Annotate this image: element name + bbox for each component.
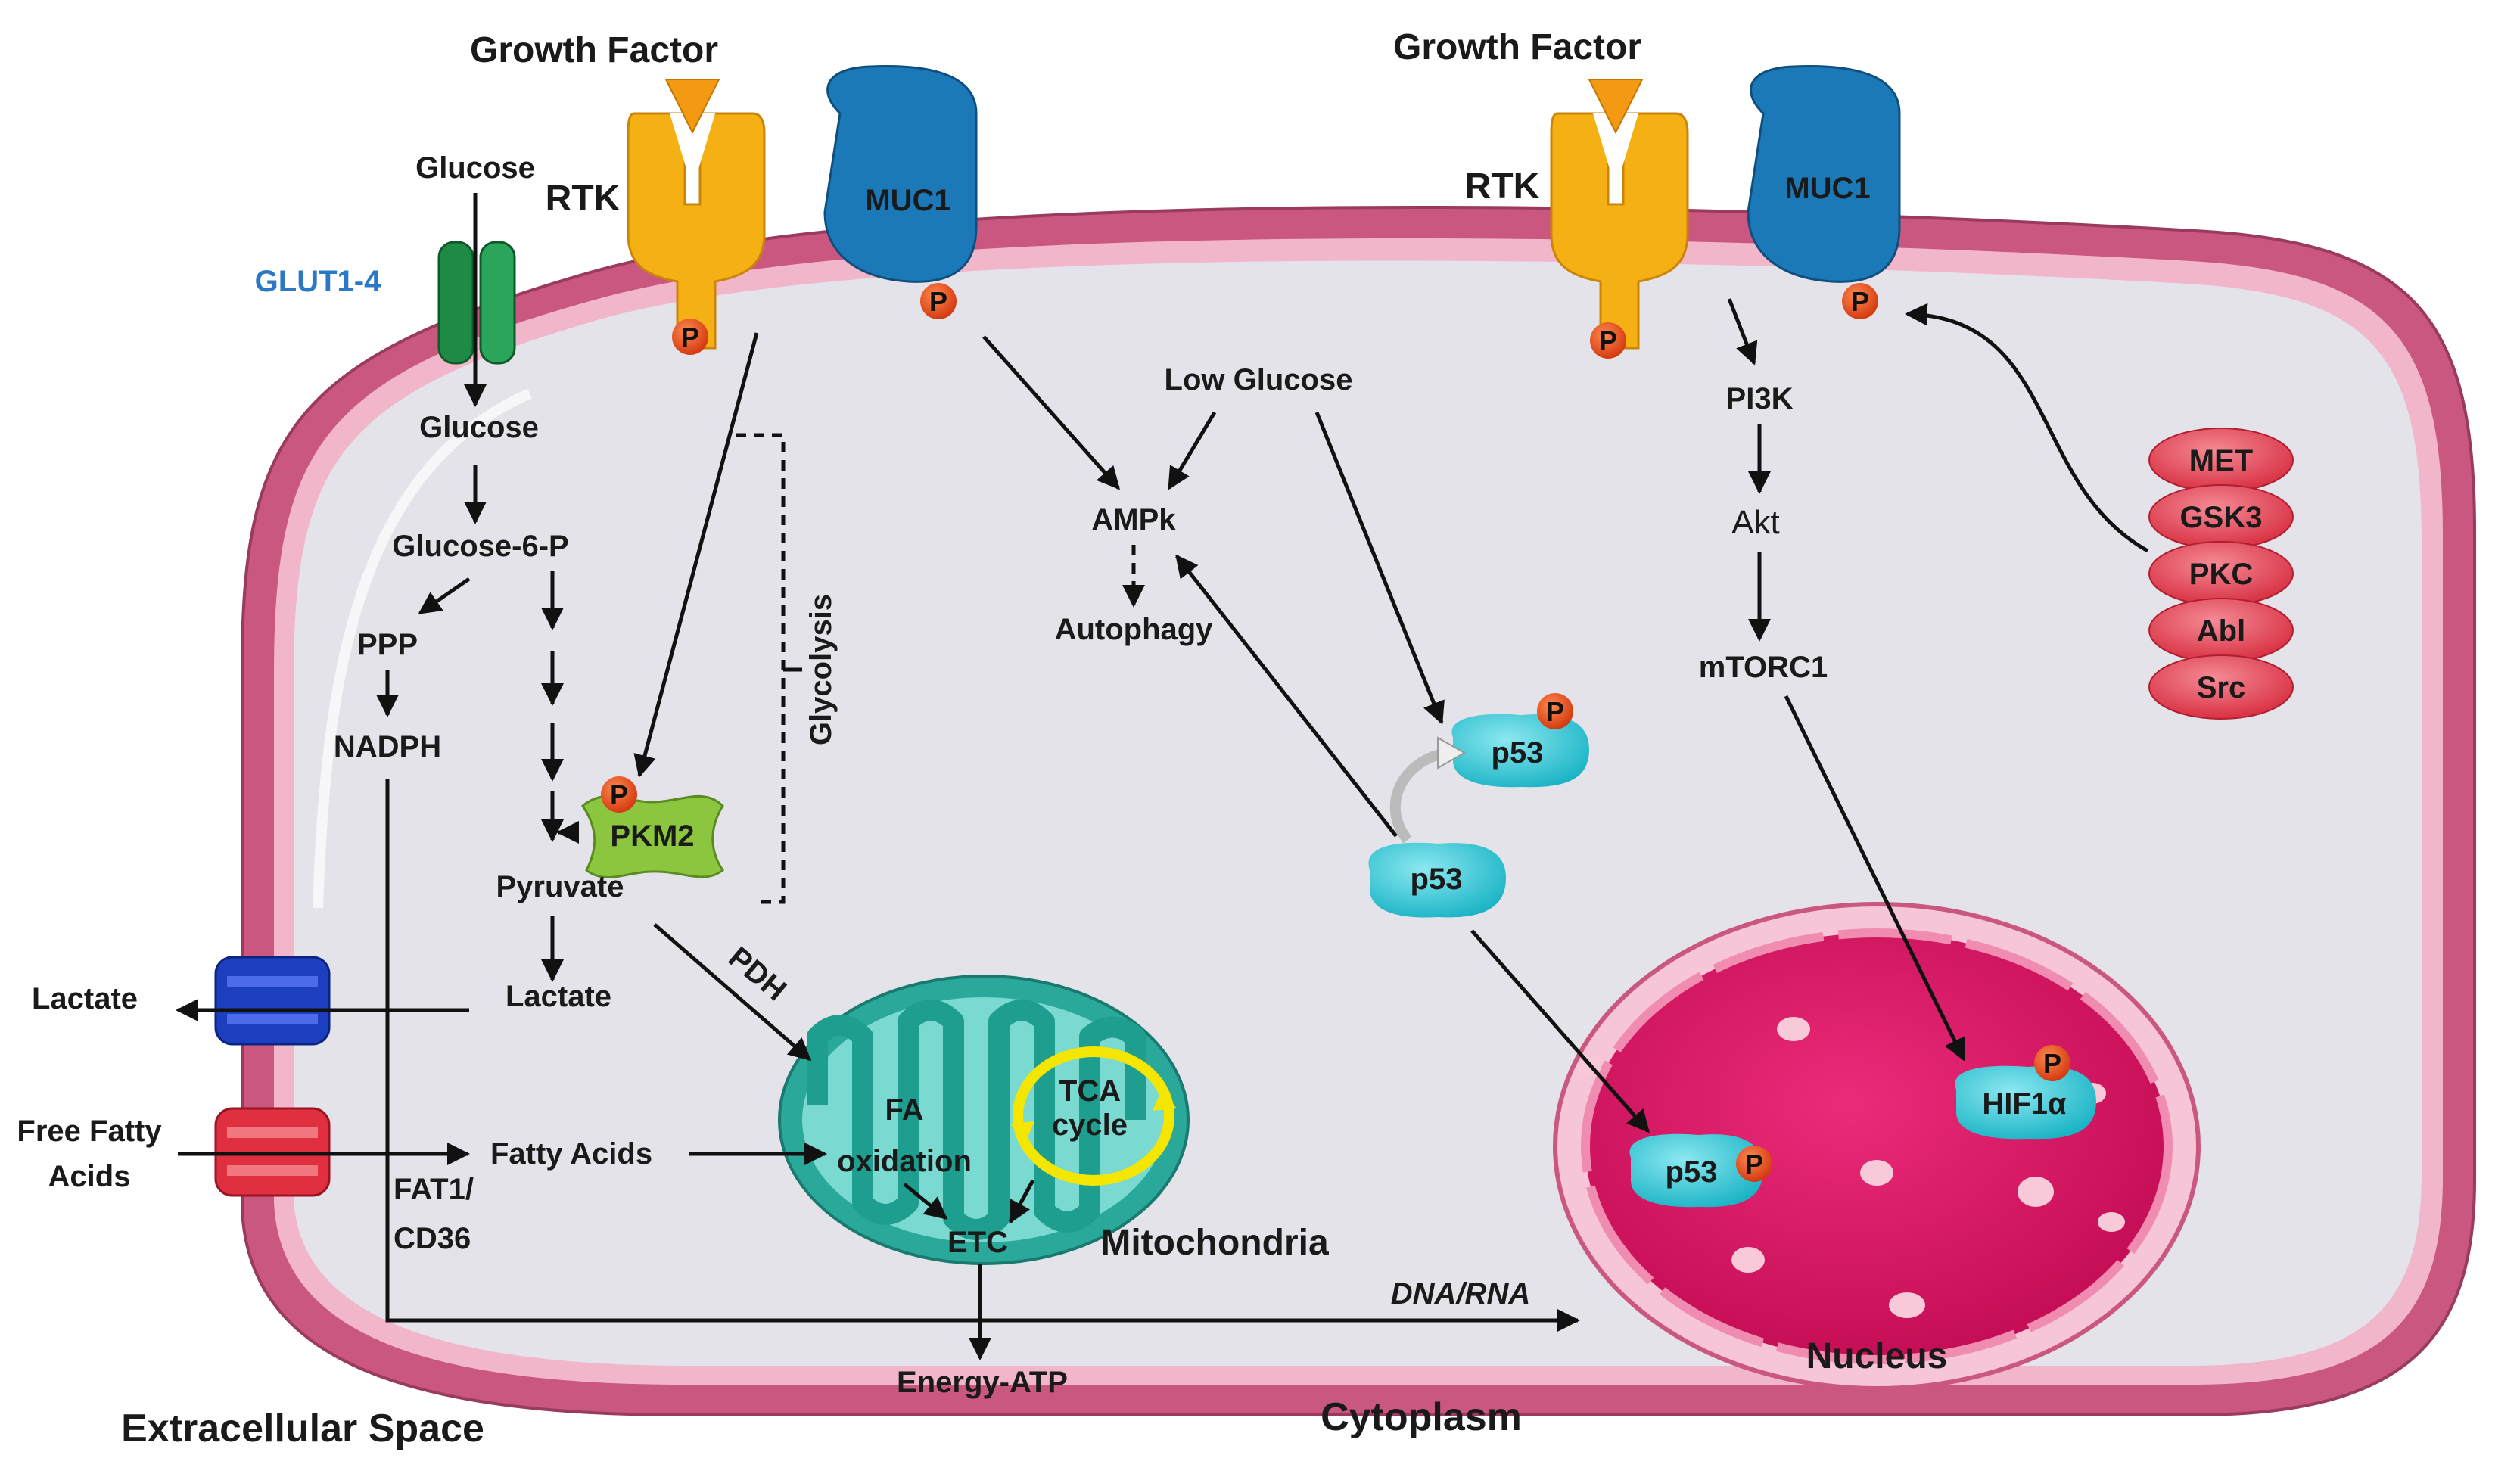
growth-factor-label-left: Growth Factor — [470, 30, 718, 70]
svg-text:HIF1α: HIF1α — [1982, 1087, 2067, 1121]
glucose-outside-label: Glucose — [415, 151, 535, 185]
pathway-arrows — [176, 193, 2149, 1360]
pi3k-label: PI3K — [1726, 382, 1794, 415]
glucose6p-label: Glucose-6-P — [392, 530, 568, 563]
pkm2: PKM2 P — [581, 776, 725, 878]
receptor-complex-right: Growth Factor RTK MUC1 P P — [1393, 27, 1901, 359]
kinase-label: PKC — [2189, 558, 2253, 591]
autophagy-label: Autophagy — [1055, 613, 1214, 646]
p53-phosphorylation-arrow — [1389, 748, 1450, 844]
tca-label-line1: TCA — [1059, 1074, 1121, 1108]
svg-text:P: P — [1546, 696, 1564, 727]
muc1-right — [1747, 65, 1901, 283]
ampk-label: AMPk — [1091, 503, 1176, 536]
nucleus: Nucleus — [1553, 902, 2201, 1391]
growth-factor-right — [1588, 79, 1644, 135]
svg-text:PKM2: PKM2 — [610, 819, 694, 853]
lactate-channel — [214, 956, 331, 1046]
glycolysis-label: Glycolysis — [804, 594, 838, 745]
rtk-label-left: RTK — [546, 179, 621, 219]
svg-text:P: P — [2043, 1048, 2061, 1079]
svg-text:p53: p53 — [1411, 863, 1463, 896]
p53-phosphorylated: p53 P — [1451, 693, 1589, 788]
nucleus-label: Nucleus — [1806, 1336, 1948, 1376]
glut-label: GLUT1-4 — [255, 265, 381, 298]
phospho-muc1-left: P — [920, 283, 957, 319]
fat1-label-line2: CD36 — [394, 1222, 471, 1255]
svg-text:P: P — [929, 286, 947, 317]
kinase-label: GSK3 — [2180, 501, 2263, 534]
svg-text:p53: p53 — [1492, 736, 1544, 770]
pathway-labels: Glucose Glucose-6-P PPP NADPH Pyruvate G… — [17, 363, 1828, 1450]
muc1-left — [823, 65, 978, 283]
kinase-src: Src — [2148, 654, 2294, 720]
dna-rna-label: DNA/RNA — [1391, 1277, 1530, 1311]
tca-label-line2: cycle — [1052, 1108, 1128, 1142]
rtk-label-right: RTK — [1465, 166, 1540, 207]
low-glucose-label: Low Glucose — [1165, 363, 1353, 396]
kinase-label: MET — [2189, 444, 2253, 477]
phospho-muc1-right: P — [1842, 283, 1878, 319]
lactate-inside-label: Lactate — [506, 980, 611, 1013]
fatty-acids-label: Fatty Acids — [490, 1137, 652, 1171]
ppp-label: PPP — [357, 628, 418, 661]
free-fatty-acids-label-line2: Acids — [48, 1160, 131, 1193]
svg-text:p53: p53 — [1666, 1155, 1718, 1189]
mitochondria: TCA cycle FA oxidation ETC Mitochondria — [778, 975, 1329, 1265]
fa-label-line2: oxidation — [837, 1145, 972, 1178]
akt-label: Akt — [1731, 504, 1780, 541]
kinase-label: Src — [2197, 671, 2246, 704]
kinase-abl: Abl — [2148, 598, 2294, 663]
svg-text:P: P — [1745, 1149, 1763, 1180]
fa-label-line1: FA — [885, 1093, 923, 1127]
phospho-rtk-left: P — [672, 319, 708, 355]
mitochondria-label: Mitochondria — [1100, 1223, 1329, 1263]
svg-text:P: P — [1851, 286, 1869, 317]
extracellular-space-label: Extracellular Space — [121, 1407, 484, 1450]
free-fatty-acids-label-line1: Free Fatty — [17, 1115, 162, 1148]
energy-atp-label: Energy-ATP — [897, 1366, 1068, 1399]
kinase-met: MET — [2148, 428, 2294, 493]
kinase-label: Abl — [2197, 614, 2245, 648]
glut-transporter: Glucose GLUT1-4 — [255, 151, 535, 365]
pyruvate-label: Pyruvate — [496, 870, 624, 903]
svg-text:P: P — [610, 779, 628, 810]
svg-text:P: P — [681, 322, 699, 353]
nadph-label: NADPH — [334, 730, 441, 763]
phospho-rtk-right: P — [1590, 322, 1626, 359]
cytoplasm-label: Cytoplasm — [1321, 1395, 1522, 1439]
receptor-complex-left: Growth Factor RTK MUC1 P P — [470, 30, 978, 355]
svg-text:P: P — [1599, 325, 1617, 356]
growth-factor-left — [664, 79, 720, 135]
muc1-label-right: MUC1 — [1784, 172, 1870, 205]
growth-factor-label-right: Growth Factor — [1393, 27, 1641, 67]
tca-cycle-icon — [1013, 1046, 1174, 1186]
p53-free: p53 — [1368, 842, 1506, 918]
lactate-outside-label: Lactate — [32, 982, 138, 1015]
kinase-gsk3: GSK3 — [2148, 484, 2294, 549]
hif1a: HIF1α P — [1955, 1045, 2096, 1140]
muc1-label-left: MUC1 — [865, 184, 950, 217]
p53-nuclear: p53 P — [1629, 1133, 1772, 1208]
fat1-label-line1: FAT1/ — [394, 1173, 474, 1206]
kinase-pkc: PKC — [2148, 541, 2294, 606]
mtorc1-label: mTORC1 — [1699, 651, 1828, 684]
glucose-inside-label: Glucose — [419, 411, 539, 444]
etc-label: ETC — [947, 1226, 1008, 1259]
